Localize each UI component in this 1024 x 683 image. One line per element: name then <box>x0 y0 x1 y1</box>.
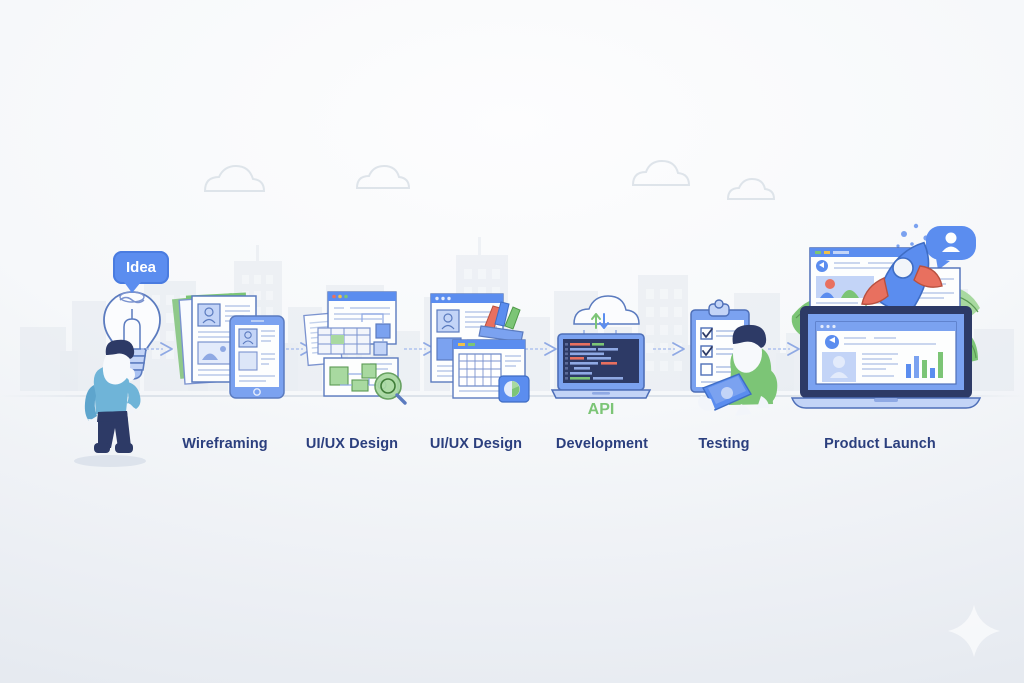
arrow-right-icon-1 <box>141 342 173 356</box>
magnifier-icon <box>374 372 407 405</box>
step-label-uiux-design-1: UI/UX Design <box>305 436 399 452</box>
four-point-sparkle-icon <box>948 605 1000 657</box>
arrow-right-icon-6 <box>768 342 800 356</box>
calendar-grid <box>458 353 502 387</box>
step-icon-testing <box>683 296 787 416</box>
idea-bubble-label: Idea <box>125 259 156 276</box>
tablet-icon <box>229 315 285 399</box>
uiux-mockup-icon <box>430 293 530 403</box>
clouds-group <box>203 159 776 200</box>
idea-illustration <box>74 291 161 467</box>
user-avatar-bubble-icon <box>926 226 976 270</box>
laptop-icon <box>550 333 652 399</box>
thinking-person-icon <box>74 339 146 467</box>
step-icon-product-launch <box>786 218 990 412</box>
api-caption: API <box>588 401 615 416</box>
pencils-icon <box>478 301 524 343</box>
tester-person-icon <box>698 324 778 416</box>
browser-window-front <box>452 339 526 399</box>
uiux-flowchart-icon <box>303 291 407 405</box>
bar-chart-icon <box>906 352 943 378</box>
step-label-testing: Testing <box>698 436 750 452</box>
step-label-product-launch: Product Launch <box>824 436 936 452</box>
wireframe-documents-icon <box>171 292 285 399</box>
cloud-icon <box>203 164 266 192</box>
cloud-icon <box>355 164 411 189</box>
cloud-icon <box>726 177 776 200</box>
laptop-dashboard-icon <box>790 306 982 409</box>
step-icon-wireframing <box>171 278 290 406</box>
arrow-right-icon-5 <box>653 342 685 356</box>
cloud-icon <box>631 159 691 186</box>
step-icon-uiux-design-1 <box>300 282 412 408</box>
step-icon-uiux-design-2 <box>423 282 535 408</box>
laptop-code-icon: API <box>550 295 652 418</box>
arrow-right-icon-4 <box>525 342 557 356</box>
step-label-development: Development <box>555 436 649 452</box>
flow-nodes-upper <box>361 313 391 356</box>
rocket-launch-dashboard-icon <box>790 223 982 409</box>
grid-table <box>317 327 371 355</box>
pie-chart-chip <box>498 375 530 403</box>
cloud-sync-icon <box>573 295 640 335</box>
step-icon-development: API <box>546 290 656 418</box>
code-lines <box>565 343 623 380</box>
diagram-card <box>323 357 399 397</box>
idea-stage <box>58 245 188 470</box>
checklist-tester-icon <box>690 299 778 416</box>
step-label-wireframing: Wireframing <box>182 436 268 452</box>
step-label-uiux-design-2: UI/UX Design <box>429 436 523 452</box>
idea-speech-bubble: Idea <box>113 251 169 293</box>
rocket-icon <box>821 241 943 333</box>
